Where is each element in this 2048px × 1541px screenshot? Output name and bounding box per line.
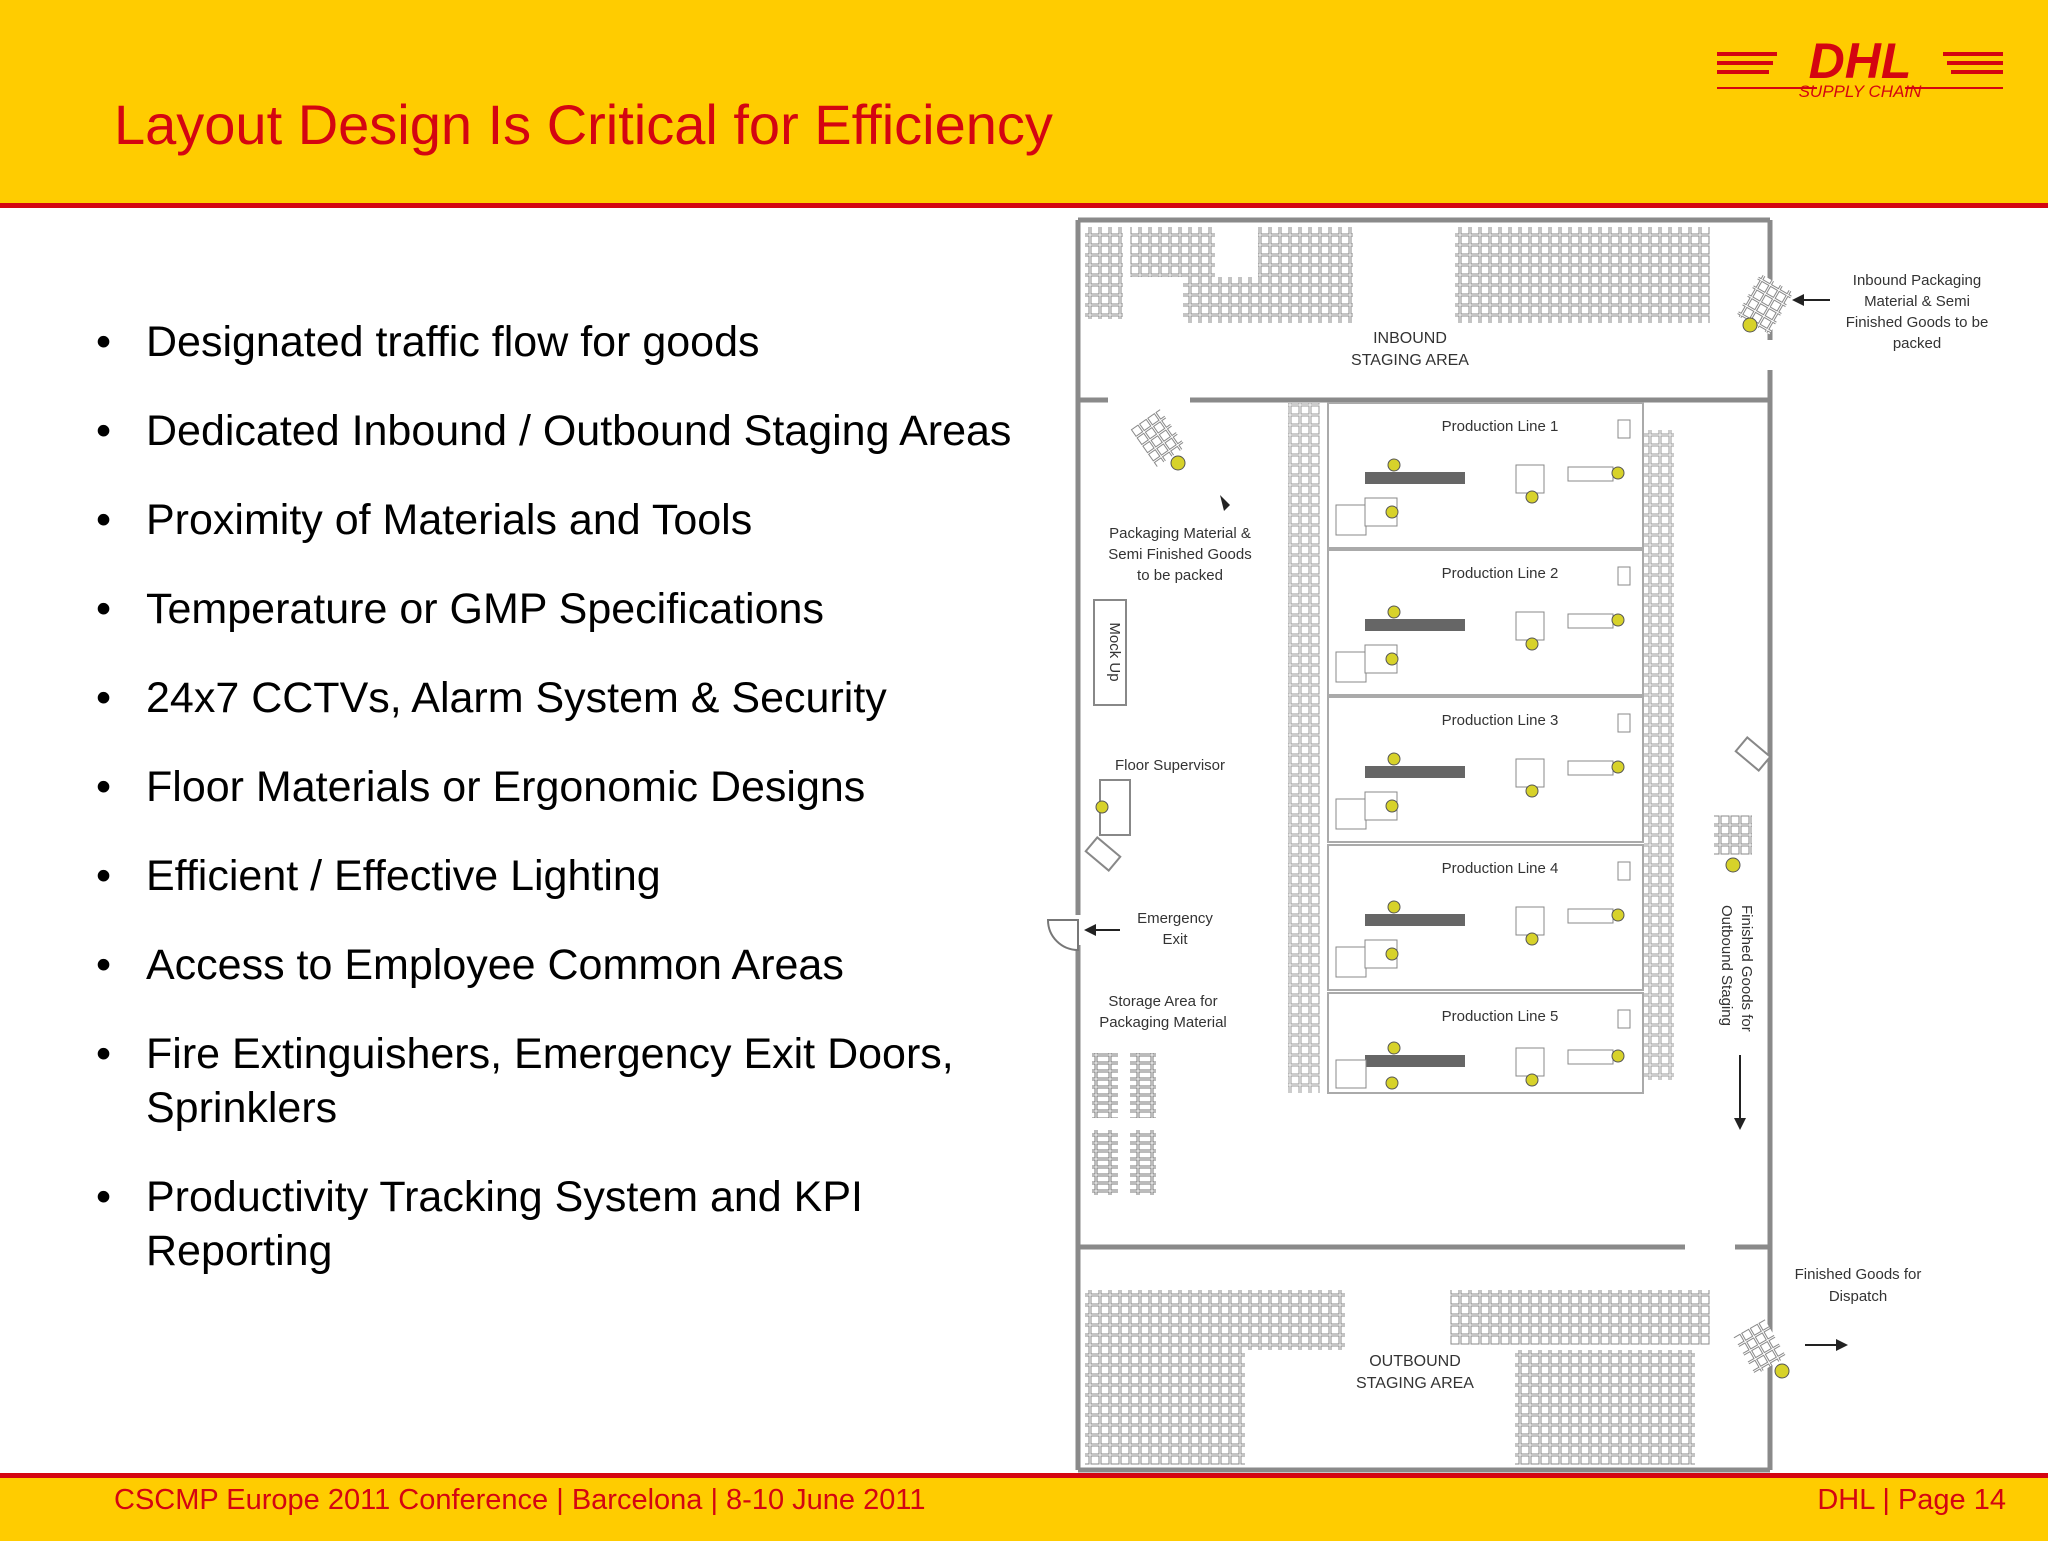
footer-conference: CSCMP Europe 2011 Conference | Barcelona…: [114, 1484, 926, 1516]
emergency-exit-label: Exit: [1162, 931, 1188, 948]
production-area: [1288, 403, 1674, 1093]
bullet-text: Fire Extinguishers, Emergency Exit Doors…: [146, 1030, 954, 1132]
bullet-list: •Designated traffic flow for goods •Dedi…: [96, 315, 1046, 1313]
storage-shelf: [1130, 1130, 1156, 1195]
inbound-rack: [1258, 227, 1353, 277]
footer-page: DHL | Page 14: [1817, 1484, 2006, 1516]
forklift-icon: [1130, 408, 1186, 471]
arrow-icon: [1836, 1339, 1848, 1351]
storage-shelf: [1092, 1130, 1118, 1195]
arrow-icon: [1734, 1118, 1746, 1130]
forklift-icon: [1736, 273, 1794, 335]
inbound-note: Material & Semi: [1864, 293, 1970, 310]
floor-supervisor-label: Floor Supervisor: [1115, 757, 1225, 774]
production-line: Production Line 3: [1327, 696, 1644, 843]
outbound-rack: [1085, 1350, 1245, 1465]
forklift-icon: [1733, 1318, 1790, 1379]
production-line-label: Production Line 2: [1442, 565, 1559, 582]
production-line-label: Production Line 1: [1442, 418, 1559, 435]
storage-shelf: [1092, 1053, 1118, 1118]
exit-door-icon: [1046, 919, 1079, 952]
slide-title: Layout Design Is Critical for Efficiency: [114, 93, 1053, 156]
finished-staging-label: Finished Goods for: [1738, 905, 1755, 1032]
inbound-note: packed: [1893, 335, 1941, 352]
dhl-logo: DHL SUPPLY CHAIN: [1717, 33, 2003, 101]
door-icon: [1084, 836, 1122, 872]
forklift-icon: [1714, 815, 1752, 873]
production-line-label: Production Line 4: [1442, 860, 1559, 877]
bullet-item: •Fire Extinguishers, Emergency Exit Door…: [96, 1027, 1046, 1135]
bullet-item: •Productivity Tracking System and KPI Re…: [96, 1170, 1046, 1278]
outbound-rack: [1085, 1290, 1345, 1350]
inbound-rack: [1183, 277, 1353, 323]
bullet-text: Floor Materials or Ergonomic Designs: [146, 763, 866, 811]
footer-band: [0, 1473, 2048, 1541]
bullet-text: Temperature or GMP Specifications: [146, 585, 824, 633]
logo-brand: DHL: [1809, 33, 1912, 89]
bullet-text: Dedicated Inbound / Outbound Staging Are…: [146, 407, 1012, 455]
outbound-rack: [1450, 1290, 1710, 1345]
finished-staging-label: Outbound Staging: [1718, 905, 1735, 1026]
storage-shelf: [1130, 1053, 1156, 1118]
production-line: Production Line 4: [1327, 844, 1644, 991]
arrow-icon: [1084, 924, 1096, 936]
building-walls: [1075, 217, 1773, 1473]
mock-up-label: Mock Up: [1106, 622, 1123, 681]
bullet-item: •Proximity of Materials and Tools: [96, 493, 1046, 547]
bullet-text: Productivity Tracking System and KPI Rep…: [146, 1173, 863, 1275]
person-icon: [1095, 800, 1109, 814]
arrow-icon: [1792, 294, 1804, 306]
bullet-text: Efficient / Effective Lighting: [146, 852, 661, 900]
inbound-area-label: STAGING AREA: [1351, 352, 1469, 369]
production-line: Production Line 2: [1327, 549, 1644, 696]
inbound-area-label: INBOUND: [1373, 330, 1447, 347]
packaging-note: Packaging Material &: [1109, 525, 1251, 542]
bullet-item: •Efficient / Effective Lighting: [96, 849, 1046, 903]
storage-note: Packaging Material: [1099, 1014, 1227, 1031]
bullet-item: •Access to Employee Common Areas: [96, 938, 1046, 992]
bullet-item: •Floor Materials or Ergonomic Designs: [96, 760, 1046, 814]
production-line-label: Production Line 3: [1442, 712, 1559, 729]
bullet-item: •Designated traffic flow for goods: [96, 315, 1046, 369]
inbound-note: Inbound Packaging: [1853, 272, 1981, 289]
door-icon: [1734, 736, 1772, 772]
warehouse-floor-plan: INBOUND STAGING AREA Inbound Packaging M…: [1046, 217, 1989, 1473]
inbound-rack: [1085, 227, 1123, 319]
production-line: Production Line 1: [1327, 402, 1644, 549]
outbound-area-label: STAGING AREA: [1356, 1375, 1474, 1392]
storage-note: Storage Area for: [1108, 993, 1217, 1010]
outbound-area-label: OUTBOUND: [1369, 1353, 1461, 1370]
bullet-item: •Temperature or GMP Specifications: [96, 582, 1046, 636]
outbound-rack: [1515, 1350, 1695, 1465]
bullet-text: Designated traffic flow for goods: [146, 318, 760, 366]
emergency-exit-label: Emergency: [1137, 910, 1213, 927]
bullet-item: •Dedicated Inbound / Outbound Staging Ar…: [96, 404, 1046, 458]
packaging-note: to be packed: [1137, 567, 1223, 584]
production-line: Production Line 5: [1327, 992, 1644, 1094]
arrow-icon: [1220, 495, 1230, 511]
production-line-label: Production Line 5: [1442, 1008, 1559, 1025]
inbound-note: Finished Goods to be: [1846, 314, 1989, 331]
bullet-text: 24x7 CCTVs, Alarm System & Security: [146, 674, 887, 722]
dispatch-note: Finished Goods for: [1795, 1266, 1922, 1283]
header-band: [0, 0, 2048, 208]
logo-sub: SUPPLY CHAIN: [1799, 82, 1923, 101]
dispatch-note: Dispatch: [1829, 1288, 1887, 1305]
mock-up-area: [1093, 599, 1127, 706]
inbound-rack: [1130, 227, 1215, 277]
bullet-text: Proximity of Materials and Tools: [146, 496, 753, 544]
bullet-text: Access to Employee Common Areas: [146, 941, 844, 989]
bullet-item: •24x7 CCTVs, Alarm System & Security: [96, 671, 1046, 725]
inbound-rack: [1455, 227, 1710, 323]
packaging-note: Semi Finished Goods: [1108, 546, 1251, 563]
